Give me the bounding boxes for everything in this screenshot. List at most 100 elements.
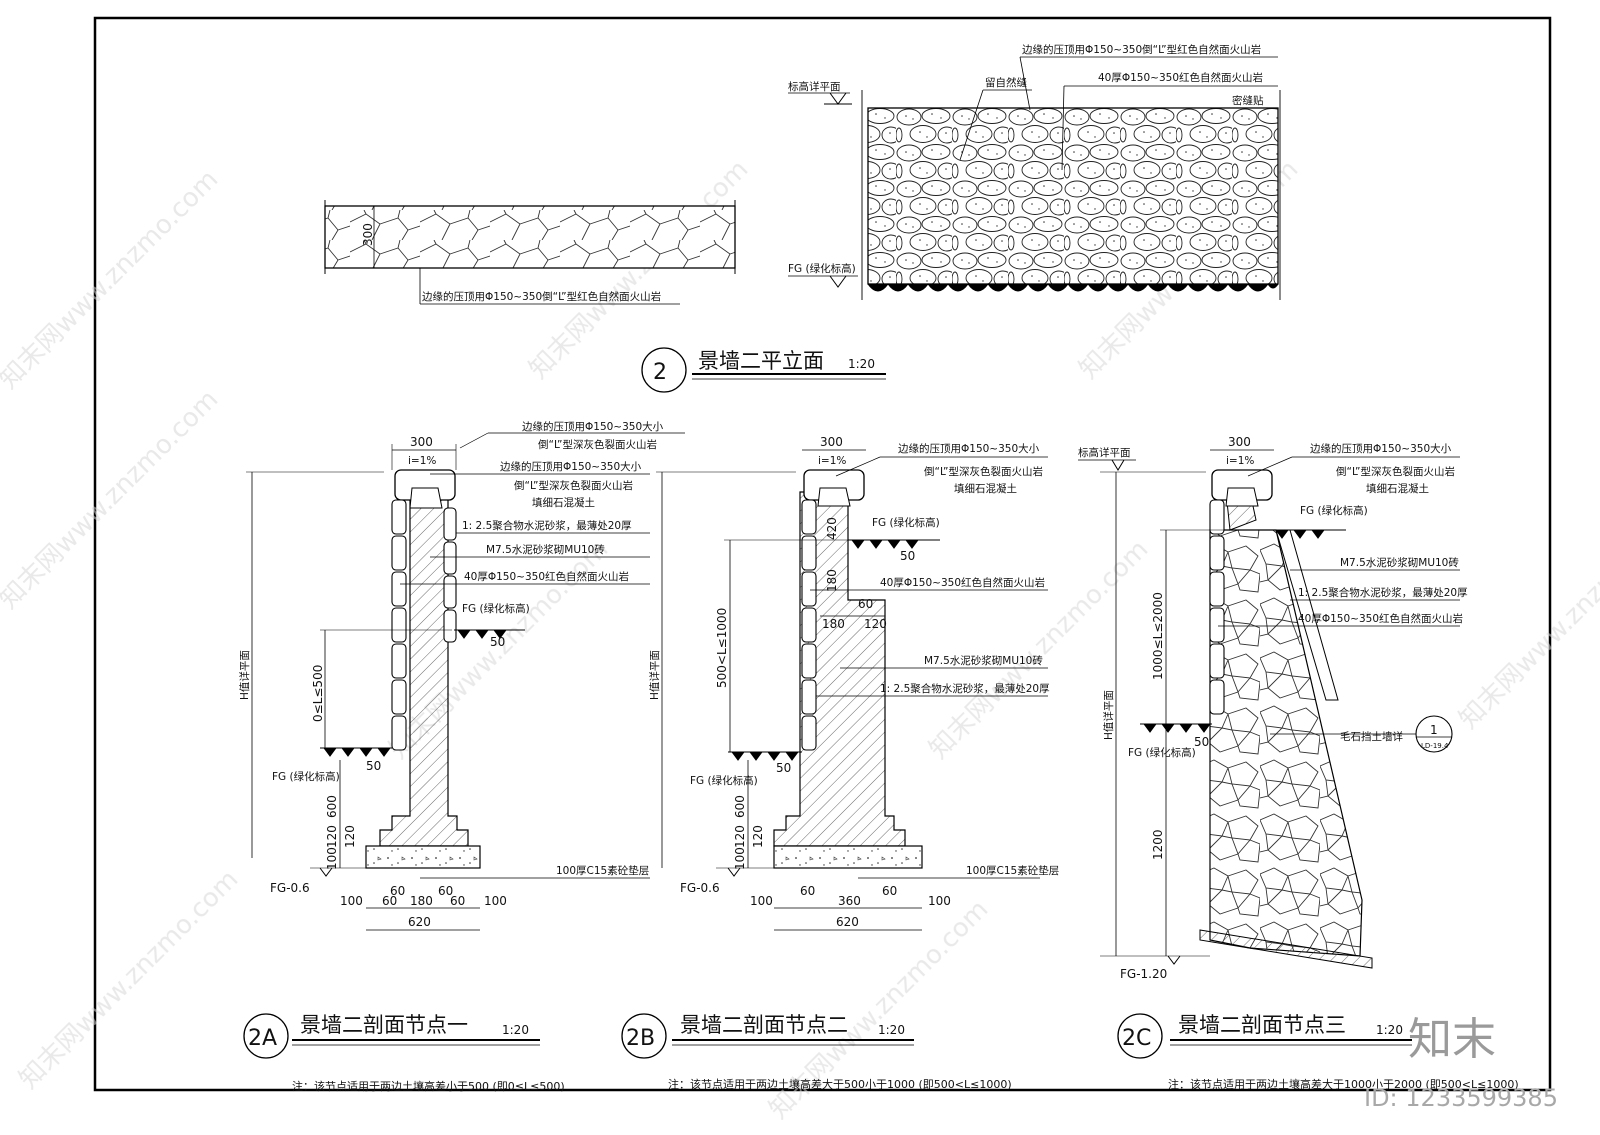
watermark-text: 知末网www.znzmo.com [924, 534, 1155, 765]
2b-bd-360: 360 [838, 894, 861, 908]
plan-title-block: 2 景墙二平立面 1:20 [641, 347, 886, 393]
watermark-text: 知末网www.znzmo.com [0, 384, 224, 615]
2a-callout-2b: 倒“L”型深灰色裂面火山岩 [514, 479, 633, 492]
2a-fg-top: FG (绿化标高) [462, 602, 530, 615]
2a-fg-level: FG-0.6 [270, 881, 310, 895]
elevation-stone-wall: 标高详平面 FG (绿化标高) 边缘的压顶用Φ150~350倒“L”型红色自然面… [788, 43, 1281, 300]
2a-note: 注：该节点适用于两边土壤高差小于500 (即0≤L≤500) [292, 1079, 565, 1093]
2b-top-dim: 300 [820, 435, 843, 449]
section-2c-title: 2C 景墙二剖面节点三 1:20 注：该节点适用于两边土壤高差大于1000小于2… [1117, 1013, 1519, 1091]
plan-title: 景墙二平立面 [698, 349, 824, 373]
section-2c: 300 i=1% 标高详平面 边缘的压顶用Φ150~350大小 倒“L”型深灰色… [1078, 435, 1468, 981]
2c-dim-1200: 1200 [1151, 829, 1165, 860]
2a-bd-180: 180 [410, 894, 433, 908]
2a-l-range: 0≤L≤500 [311, 665, 325, 722]
2c-fg-bottom: FG (绿化标高) [1128, 746, 1196, 759]
2a-callout-5: 40厚Φ150~350红色自然面火山岩 [464, 570, 629, 583]
2b-callout-1c: 填细石混凝土 [954, 482, 1017, 495]
elevation-callout-4: 密缝贴 [1232, 94, 1264, 107]
2b-bd-620: 620 [836, 915, 859, 929]
2a-fg-bottom: FG (绿化标高) [272, 770, 340, 783]
2c-ref-sheet: LD-19.4 [1421, 742, 1449, 750]
2a-callout-1b: 倒“L”型深灰色裂面火山岩 [538, 438, 657, 451]
2c-top-dim: 300 [1228, 435, 1251, 449]
2c-dim-50: 50 [1194, 735, 1209, 749]
2b-callout-1b: 倒“L”型深灰色裂面火山岩 [924, 465, 1043, 478]
2b-callout-3: 1: 2.5聚合物水泥砂浆，最薄处20厚 [880, 682, 1050, 695]
2a-top-dim: 300 [410, 435, 433, 449]
brand-logo: 知末 ID: 1233599385 [1364, 1014, 1558, 1112]
2c-callout-1a: 边缘的压顶用Φ150~350大小 [1310, 442, 1452, 455]
2c-callout-5: 40厚Φ150~350红色自然面火山岩 [1298, 612, 1463, 625]
2a-bd-620: 620 [408, 915, 431, 929]
2b-dim-180v: 180 [825, 569, 839, 592]
2a-dim-50a: 50 [490, 635, 505, 649]
plan-scale: 1:20 [848, 357, 875, 371]
2c-l-range: 1000≤L≤2000 [1151, 592, 1165, 680]
elevation-callout-2: 留自然缝 [985, 76, 1027, 89]
watermark-text: 知末网www.znzmo.com [0, 164, 224, 395]
plan-left-note: 边缘的压顶用Φ150~350倒“L”型红色自然面火山岩 [422, 290, 661, 303]
elevation-callout-3: 40厚Φ150~350红色自然面火山岩 [1098, 71, 1263, 84]
2c-scale: 1:20 [1376, 1023, 1403, 1037]
2b-title: 景墙二剖面节点二 [680, 1013, 848, 1037]
2a-callout-2a: 边缘的压顶用Φ150~350大小 [500, 460, 642, 473]
2b-fg-level: FG-0.6 [680, 881, 720, 895]
2b-base-label: 100厚C15素砼垫层 [966, 864, 1059, 877]
detail-number-circle [1117, 1013, 1163, 1059]
2b-bd-60a: 60 [800, 884, 815, 898]
2a-dim-50b: 50 [366, 759, 381, 773]
2c-ref-num: 1 [1430, 723, 1438, 737]
2c-callout-4: M7.5水泥砂浆砌MU10砖 [1340, 556, 1459, 569]
2a-scale: 1:20 [502, 1023, 529, 1037]
plan-strip: 300 边缘的压顶用Φ150~350倒“L”型红色自然面火山岩 [324, 200, 736, 305]
2a-bd-60top2: 60 [438, 884, 453, 898]
2b-bd-60b: 60 [882, 884, 897, 898]
elevation-level-label: 标高详平面 [788, 80, 841, 93]
section-2a-title: 2A 景墙二剖面节点一 1:20 注：该节点适用于两边土壤高差小于500 (即0… [243, 1013, 565, 1093]
section-2b: 300 i=1% 边缘的压顶用Φ150~350大小 倒“L”型深灰色裂面火山岩 … [648, 435, 1059, 931]
2a-base-label: 100厚C15素砼垫层 [556, 864, 649, 877]
section-2b-title: 2B 景墙二剖面节点二 1:20 注：该节点适用于两边土壤高差大于500小于10… [621, 1013, 1012, 1091]
2b-dim-100v: 100 [733, 847, 747, 870]
2b-note: 注：该节点适用于两边土壤高差大于500小于1000 (即500<L≤1000) [668, 1077, 1012, 1091]
2a-callout-4: M7.5水泥砂浆砌MU10砖 [486, 543, 605, 556]
2c-callout-3: 1: 2.5聚合物水泥砂浆，最薄处20厚 [1298, 586, 1468, 599]
2c-fg-level: FG-1.20 [1120, 967, 1167, 981]
2c-h-label: H值详平面 [1102, 690, 1115, 740]
2c-level-label: 标高详平面 [1078, 446, 1131, 459]
2b-callout-1a: 边缘的压顶用Φ150~350大小 [898, 442, 1040, 455]
detail-number-circle [621, 1013, 667, 1059]
section-2a: 300 i=1% 边缘的压顶用Φ150~350大小 倒“L”型深灰色裂面火山岩 … [238, 420, 685, 931]
2c-title: 景墙二剖面节点三 [1178, 1013, 1346, 1037]
2a-bd-100b: 100 [484, 894, 507, 908]
2c-retaining-label: 毛石挡土墙详 [1340, 730, 1403, 743]
detail-number-circle [641, 347, 687, 393]
2a-bd-60a: 60 [382, 894, 397, 908]
2b-l-range: 500<L≤1000 [715, 608, 729, 688]
plan-number: 2 [653, 360, 667, 385]
brand-logo-text: 知末 [1408, 1014, 1496, 1065]
2b-dim-120a: 120 [733, 825, 747, 848]
2a-title: 景墙二剖面节点一 [300, 1013, 468, 1037]
2a-slope: i=1% [408, 455, 436, 467]
2c-note: 注：该节点适用于两边土壤高差大于1000小于2000 (即500<L≤1000) [1168, 1077, 1519, 1091]
2a-callout-3: 1: 2.5聚合物水泥砂浆，最薄处20厚 [462, 519, 632, 532]
2b-dim-120h: 120 [864, 617, 887, 631]
2a-number: 2A [248, 1026, 277, 1051]
2a-h-label: H值详平面 [238, 650, 251, 700]
2c-callout-1b: 倒“L”型深灰色裂面火山岩 [1336, 465, 1455, 478]
2c-callout-1c: 填细石混凝土 [1366, 482, 1429, 495]
2a-dim-120a: 120 [325, 825, 339, 848]
2b-bd-100b: 100 [928, 894, 951, 908]
watermark-text: 知末网www.znzmo.com [14, 864, 245, 1095]
elevation-callout-1: 边缘的压顶用Φ150~350倒“L”型红色自然面火山岩 [1022, 43, 1261, 56]
brand-id-text: ID: 1233599385 [1364, 1084, 1558, 1112]
2b-dim-180h: 180 [822, 617, 845, 631]
plan-dim-300: 300 [361, 223, 375, 246]
2b-slope: i=1% [818, 455, 846, 467]
2a-callout-1a: 边缘的压顶用Φ150~350大小 [522, 420, 664, 433]
2a-callout-2c: 填细石混凝土 [532, 496, 595, 509]
